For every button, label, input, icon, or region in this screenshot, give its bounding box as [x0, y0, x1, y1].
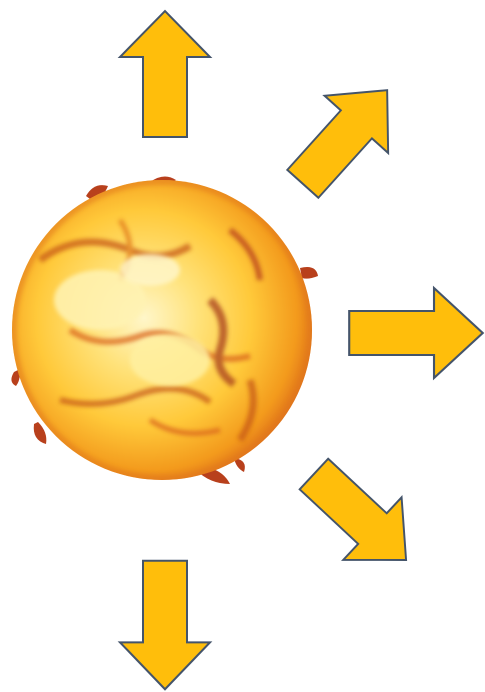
arrow-right-icon	[349, 288, 483, 378]
sun-icon	[11, 176, 318, 484]
arrow-up-icon	[120, 11, 210, 137]
arrow-down-right-icon	[285, 443, 435, 591]
arrow-down-icon	[120, 561, 210, 690]
arrow-up-right-icon	[271, 62, 419, 213]
